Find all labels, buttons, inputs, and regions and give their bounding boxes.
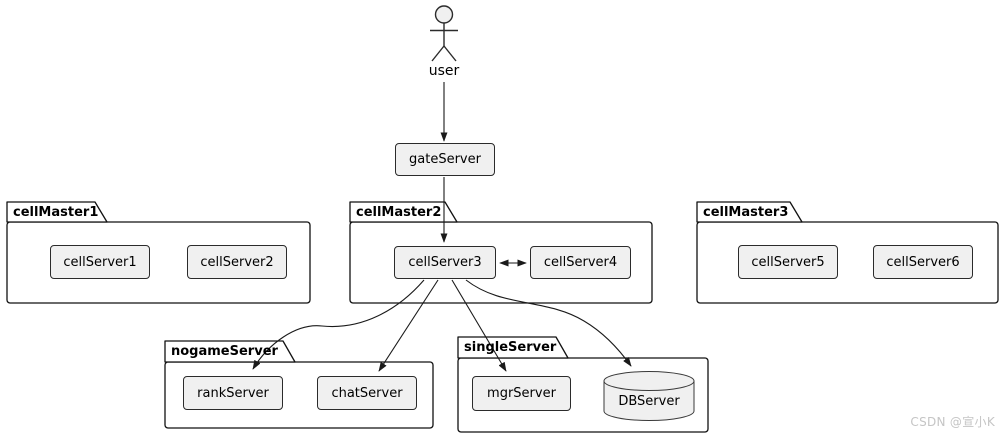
- edge-cellserver3-chatserver: [378, 279, 439, 372]
- edge-cellserver3-mgrserver: [451, 279, 507, 372]
- package-cellmaster1: [6, 201, 311, 304]
- node-dbserver-label: DBServer: [618, 394, 680, 409]
- node-cellserver6: cellServer6: [873, 245, 973, 279]
- package-title-cellmaster3: cellMaster3: [703, 205, 789, 220]
- node-cellserver3: cellServer3: [394, 246, 496, 279]
- watermark: CSDN @宣小K: [910, 415, 995, 429]
- user-actor-icon: [430, 5, 458, 62]
- node-cellserver1: cellServer1: [50, 245, 150, 279]
- package-title-cellmaster2: cellMaster2: [356, 205, 442, 220]
- node-chatserver: chatServer: [317, 376, 417, 410]
- node-mgrserver: mgrServer: [472, 376, 571, 411]
- database-cylinder-dbserver: [603, 371, 695, 421]
- package-cellmaster3: [696, 201, 999, 304]
- node-cellserver5: cellServer5: [738, 245, 838, 279]
- node-cellserver2: cellServer2: [187, 245, 287, 279]
- node-gateserver: gateServer: [395, 143, 495, 176]
- package-title-nogameserver: nogameServer: [171, 344, 278, 359]
- edge-cellserver3-rankserver: [252, 279, 425, 370]
- node-rankserver: rankServer: [183, 376, 283, 410]
- actor-label: user: [428, 63, 460, 79]
- edge-cellserver3-dbserver: [465, 279, 632, 367]
- package-title-singleserver: singleServer: [464, 340, 557, 355]
- package-title-cellmaster1: cellMaster1: [13, 205, 99, 220]
- node-cellserver4: cellServer4: [530, 246, 631, 279]
